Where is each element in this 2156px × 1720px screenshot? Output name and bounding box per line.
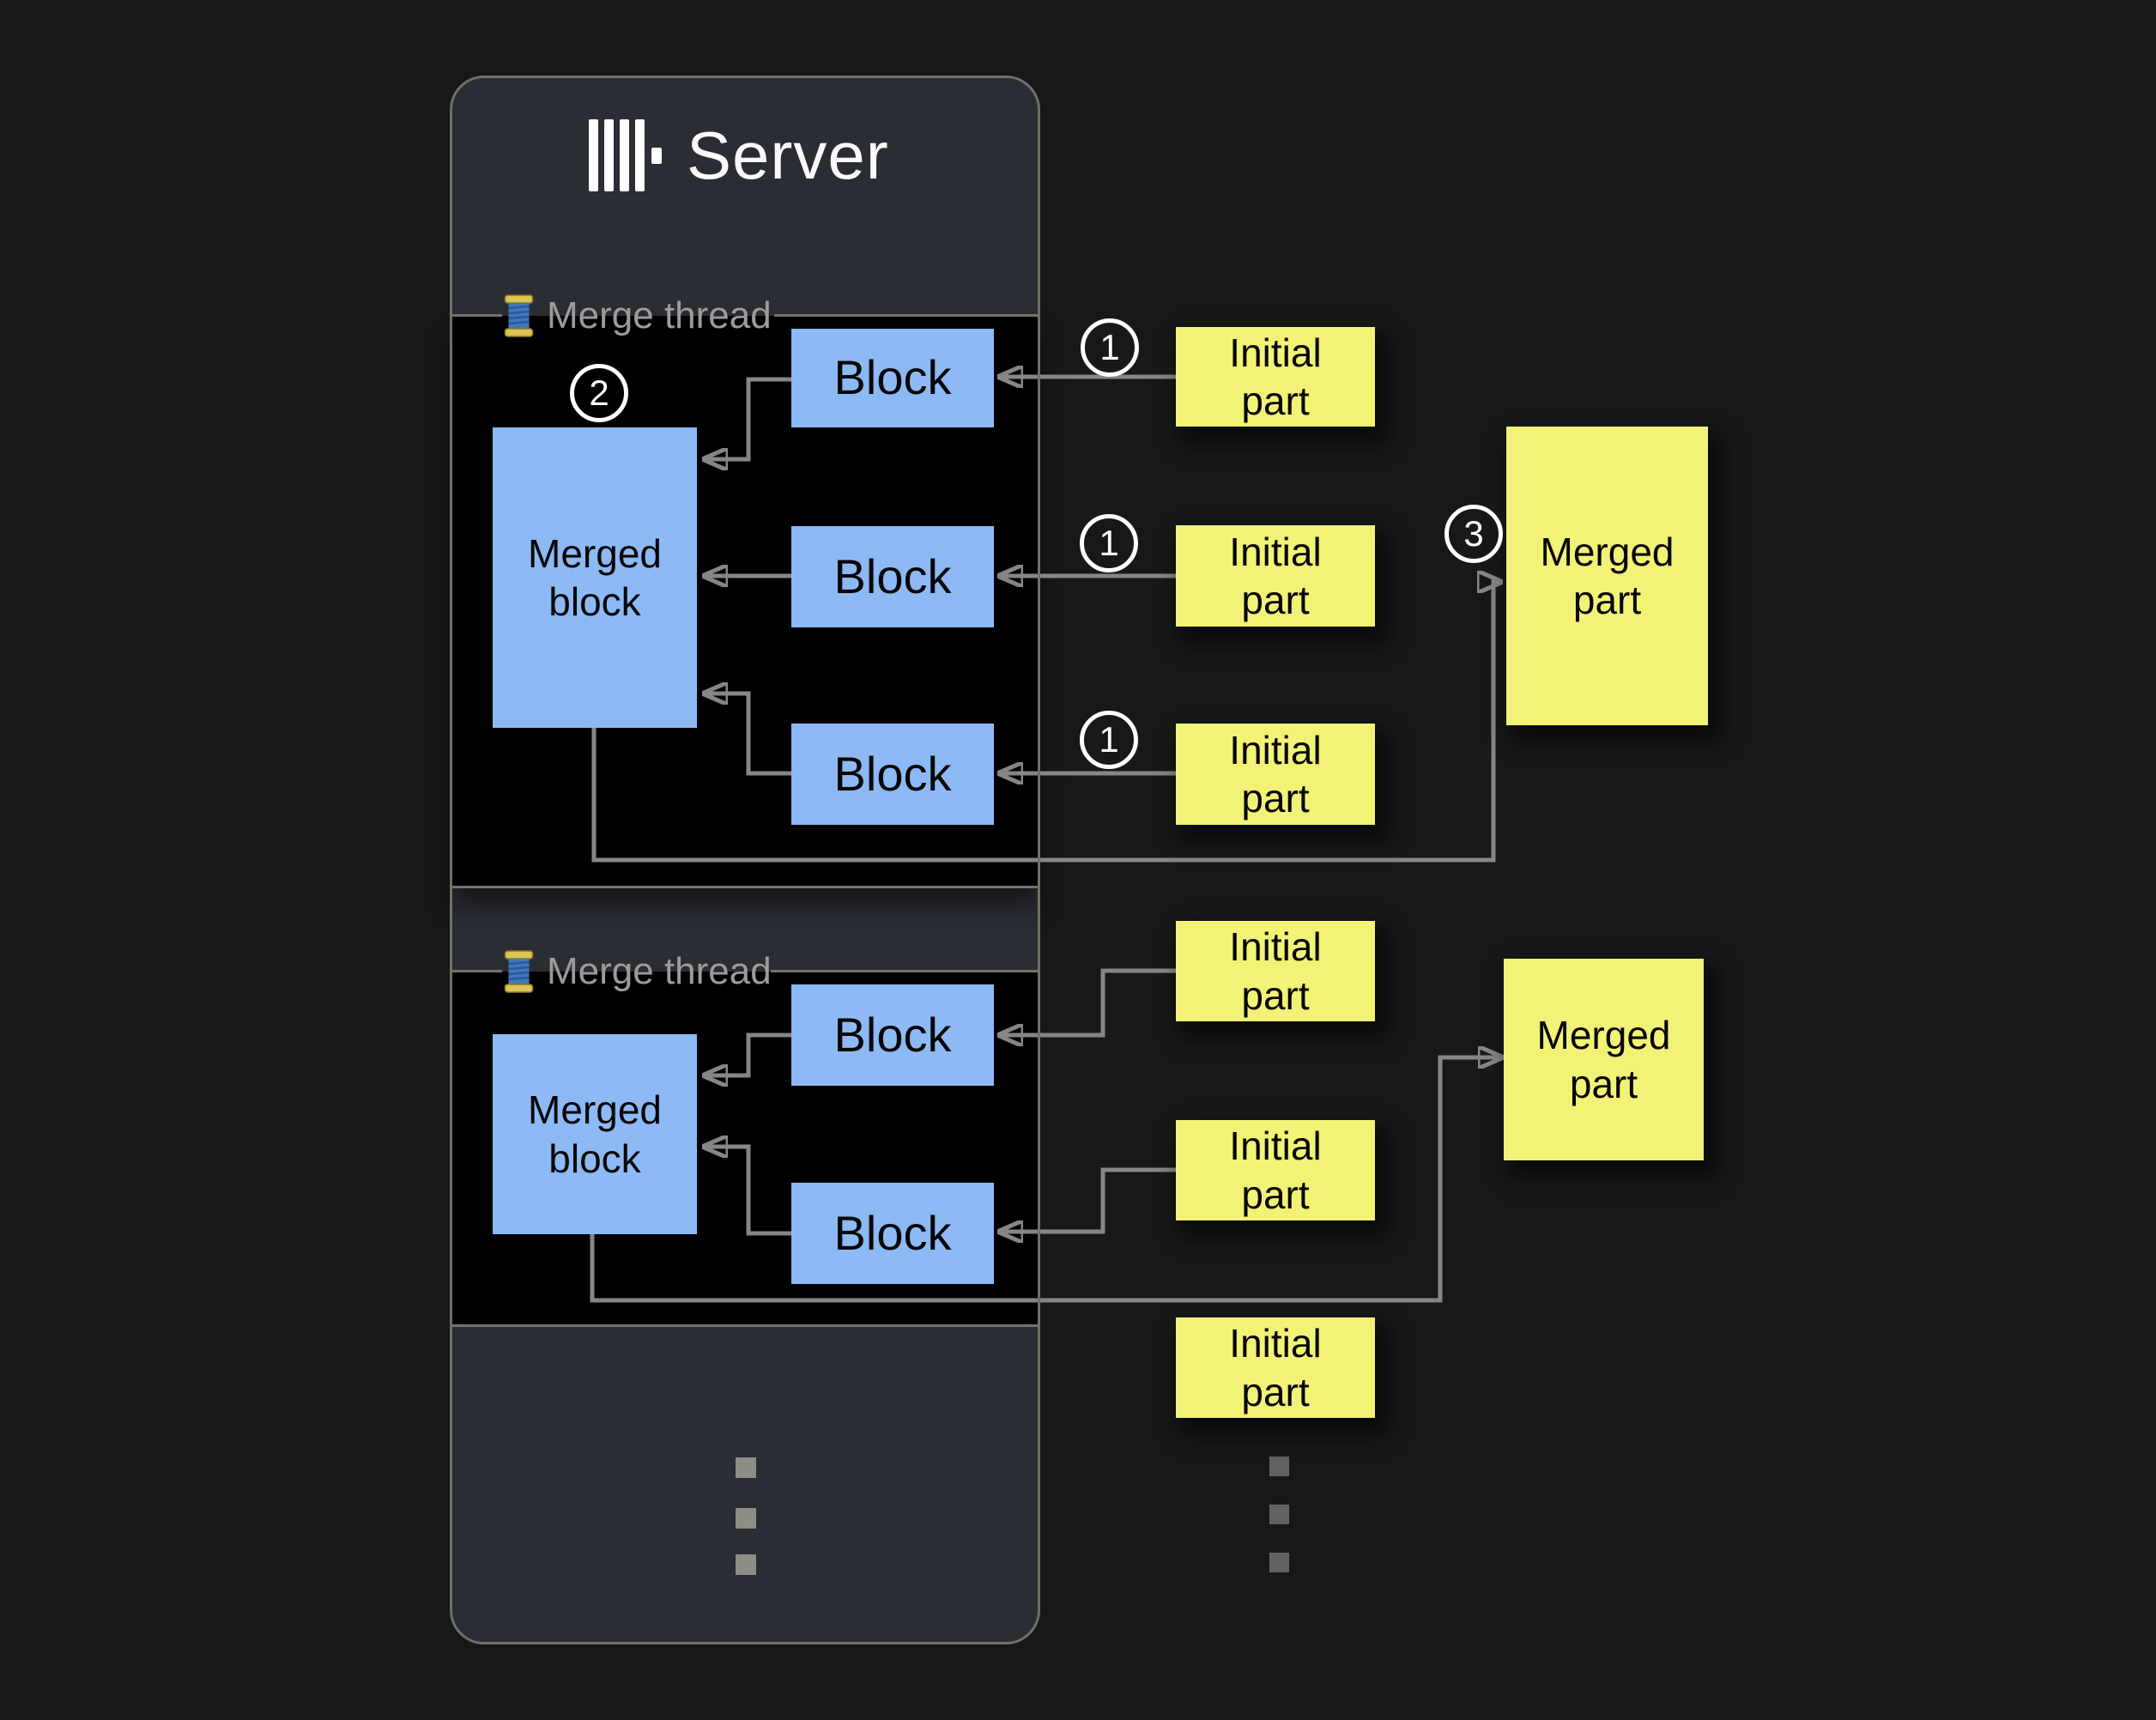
initial-part-box: Initial part <box>1176 525 1375 627</box>
block-box: Block <box>791 984 994 1086</box>
vertical-ellipsis-dot <box>1269 1553 1289 1572</box>
merged-part-box: Merged part <box>1504 959 1704 1160</box>
vertical-ellipsis-dot <box>1269 1505 1289 1524</box>
panel1-top-border-left <box>451 314 502 317</box>
merged-block-label: Merged block <box>528 530 662 624</box>
step-badge-1: 1 <box>1081 318 1139 377</box>
initial-part-label: Initial part <box>1229 1123 1322 1217</box>
step-badge-1: 1 <box>1080 711 1138 769</box>
panel2-top-border-left <box>451 970 502 972</box>
initial-part-label: Initial part <box>1229 727 1322 821</box>
merged-part-label: Merged part <box>1540 529 1675 622</box>
initial-part-box: Initial part <box>1176 724 1375 825</box>
vertical-ellipsis-dot <box>736 1508 756 1529</box>
merged-part-box: Merged part <box>1506 427 1708 725</box>
panel2-top-border-right <box>771 970 1040 972</box>
clickhouse-logo-icon <box>589 119 664 191</box>
merge-thread-label: Merge thread <box>547 950 772 992</box>
block-box: Block <box>791 724 994 825</box>
merge-thread-label: Merge thread <box>547 294 772 336</box>
merged-block-box: Merged block <box>493 1034 697 1234</box>
step-badge-1: 1 <box>1080 514 1138 572</box>
initial-part-label: Initial part <box>1229 1321 1322 1414</box>
merged-block-label: Merged block <box>528 1087 662 1181</box>
initial-part-box: Initial part <box>1176 1120 1375 1220</box>
vertical-ellipsis-dot <box>736 1457 756 1478</box>
vertical-ellipsis-dot <box>1269 1457 1289 1476</box>
merged-block-box: Merged block <box>493 427 697 728</box>
block-box: Block <box>791 1183 994 1284</box>
thread-spool-icon <box>504 950 534 993</box>
initial-part-label: Initial part <box>1229 924 1322 1018</box>
panel1-top-border-right <box>774 314 1040 317</box>
merge-thread-legend-1: Merge thread <box>503 294 772 338</box>
initial-part-box: Initial part <box>1176 921 1375 1021</box>
step-badge-2: 2 <box>570 364 628 422</box>
server-title: Server <box>589 117 889 194</box>
merge-thread-legend-2: Merge thread <box>503 949 772 994</box>
step-badge-3: 3 <box>1444 505 1503 563</box>
thread-spool-icon <box>504 294 534 337</box>
server-title-label: Server <box>687 118 889 193</box>
initial-part-box: Initial part <box>1176 327 1375 427</box>
vertical-ellipsis-dot <box>736 1554 756 1575</box>
block-box: Block <box>791 329 994 427</box>
initial-part-box: Initial part <box>1176 1317 1375 1418</box>
block-box: Block <box>791 526 994 627</box>
merged-part-label: Merged part <box>1536 1013 1671 1106</box>
initial-part-label: Initial part <box>1229 330 1322 423</box>
initial-part-label: Initial part <box>1229 529 1322 622</box>
